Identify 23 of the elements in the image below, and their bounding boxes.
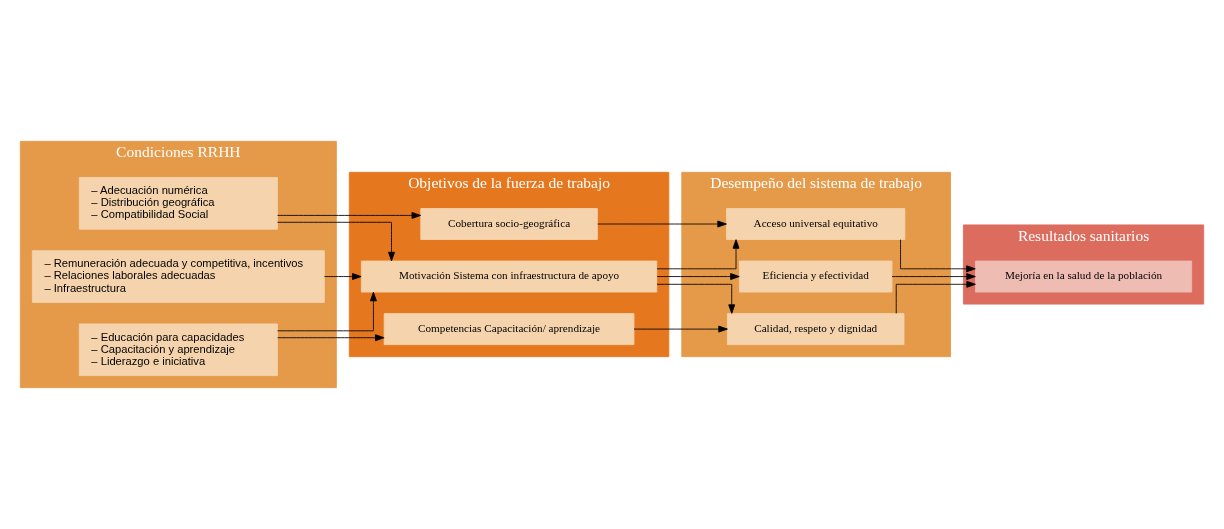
arrow bbox=[277, 221, 395, 262]
node-box: Mejoría en la salud de la población bbox=[975, 260, 1193, 293]
arrow bbox=[277, 211, 422, 219]
arrow bbox=[633, 325, 728, 333]
arrow bbox=[900, 239, 976, 273]
arrow bbox=[891, 273, 976, 280]
node-box: Competencias Capacitación/ aprendizaje bbox=[383, 313, 635, 346]
arrow bbox=[656, 283, 736, 314]
node-box: – Adecuación numérica – Distribución geográfica – Compatibilidad Social bbox=[78, 177, 278, 230]
node-box: Motivación Sistema con infraestructura de apoyo bbox=[360, 260, 658, 293]
node-box: Acceso universal equitativo bbox=[726, 208, 906, 240]
arrow bbox=[597, 220, 727, 228]
arrow bbox=[323, 273, 362, 280]
arrow bbox=[277, 291, 377, 332]
node-box: Cobertura socio-geográfica bbox=[420, 208, 598, 240]
node-box: – Remuneración adecuada y competitiva, incentivos – Relaciones laborales adecuadas – Infraestructura bbox=[31, 250, 325, 303]
node-box: Calidad, respeto y dignidad bbox=[727, 313, 905, 346]
arrow bbox=[277, 334, 385, 342]
node-box: Eficiencia y efectividad bbox=[739, 260, 893, 293]
arrow bbox=[895, 280, 976, 314]
arrow bbox=[656, 239, 740, 270]
node-box: – Educación para capacidades – Capacitación y aprendizaje – Liderazgo e iniciativa bbox=[78, 323, 278, 377]
arrow bbox=[656, 273, 740, 280]
